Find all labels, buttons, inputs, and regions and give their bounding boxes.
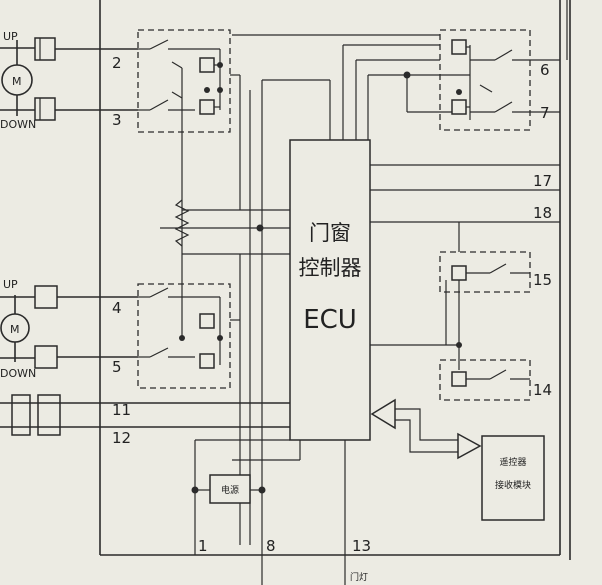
motor-1-up-label: UP xyxy=(3,30,18,43)
connector-left-b xyxy=(37,394,61,436)
pin-label-15: 15 xyxy=(533,271,552,289)
relay-coil-14 xyxy=(451,371,467,387)
pin-label-12: 12 xyxy=(112,429,131,447)
switch-3 xyxy=(149,99,169,111)
switch-5 xyxy=(149,347,169,358)
junction-dot xyxy=(217,87,223,93)
motor-2-m-label: M xyxy=(10,323,20,336)
relay-group-14 xyxy=(439,359,531,401)
ecu-box xyxy=(289,139,371,441)
switch-2b xyxy=(171,61,183,69)
motor-1-up-connector xyxy=(34,37,56,61)
power-relay-label: 电源 xyxy=(221,484,239,496)
pin-label-11: 11 xyxy=(112,401,131,419)
pin-label-2: 2 xyxy=(112,54,122,72)
relay-coil-6 xyxy=(451,39,467,55)
junction-dot xyxy=(258,486,266,494)
relay-coil-7 xyxy=(451,99,467,115)
receiver-arrow-line xyxy=(395,408,460,441)
motor-1-down-label: DOWN xyxy=(0,118,36,131)
pin-label-3: 3 xyxy=(112,111,122,129)
motor-1-down-connector xyxy=(34,97,56,121)
junction-dot xyxy=(217,335,223,341)
relay-group-6-7 xyxy=(439,29,531,131)
relay-coil-15 xyxy=(451,265,467,281)
receiver-label-line1: 遥控器 xyxy=(499,456,526,468)
resistor xyxy=(174,199,190,247)
pin-label-18: 18 xyxy=(533,204,552,222)
relay-group-15 xyxy=(439,251,531,293)
receiver-label-line2: 接收模块 xyxy=(495,479,531,491)
pin-label-13: 13 xyxy=(352,537,371,555)
motor-2-down-label: DOWN xyxy=(0,367,36,380)
relay-coil-2 xyxy=(199,57,215,73)
relay-coil-5 xyxy=(199,353,215,369)
receiver-arrow-head xyxy=(370,398,396,430)
pin-label-8: 8 xyxy=(266,537,276,555)
pin-label-5: 5 xyxy=(112,358,122,376)
switch-14 xyxy=(489,369,507,380)
switch-15 xyxy=(489,263,507,274)
junction-dot xyxy=(456,89,462,95)
junction-dot xyxy=(191,486,199,494)
switch-7 xyxy=(494,101,513,113)
switch-4 xyxy=(149,287,169,298)
pin-label-4: 4 xyxy=(112,299,122,317)
switch-3b xyxy=(171,91,183,99)
pin-label-17: 17 xyxy=(533,172,552,190)
pin-label-6: 6 xyxy=(540,61,550,79)
pin-label-14: 14 xyxy=(533,381,552,399)
junction-dot xyxy=(204,87,210,93)
motor-2-up-label: UP xyxy=(3,278,18,291)
motor-1-m-label: M xyxy=(12,75,22,88)
junction-dot xyxy=(456,342,462,348)
junction-dot xyxy=(217,62,223,68)
switch-7b xyxy=(479,84,493,93)
pin-label-1: 1 xyxy=(198,537,208,555)
power-relay-box xyxy=(209,474,251,504)
switch-2 xyxy=(149,39,169,50)
connector-left-a xyxy=(11,394,31,436)
motor-2-down-connector xyxy=(34,345,58,369)
motor-2-up-connector xyxy=(34,285,58,309)
pin-label-7: 7 xyxy=(540,104,550,122)
receiver-arrow-line xyxy=(395,419,460,453)
relay-coil-4 xyxy=(199,313,215,329)
switch-6 xyxy=(494,49,513,61)
ecu-label-line2: 控制器 xyxy=(299,256,362,280)
relay-coil-3 xyxy=(199,99,215,115)
ecu-label-line3: ECU xyxy=(303,305,357,335)
receiver-arrow-tail xyxy=(457,432,482,460)
ecu-label-line1: 门窗 xyxy=(309,221,351,245)
relay-group-2-3 xyxy=(137,29,231,133)
bottom-label: 门灯 xyxy=(350,571,368,583)
relay-group-4-5 xyxy=(137,283,231,389)
receiver-box xyxy=(481,435,545,521)
